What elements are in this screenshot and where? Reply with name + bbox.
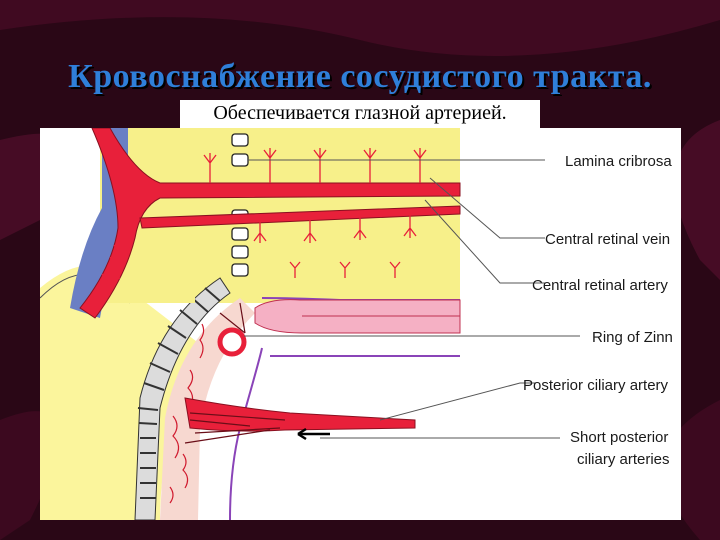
central-retinal-artery [79, 128, 461, 319]
slide-title: Кровоснабжение сосудистого тракта. [68, 58, 652, 95]
eye-vasculature-illustration [40, 128, 580, 520]
label-short-posterior-ciliary-arteries-1: Short posterior [570, 429, 669, 446]
label-short-posterior-ciliary-arteries-2: ciliary arteries [577, 451, 670, 468]
choroid-layer [160, 298, 255, 520]
slide-subtitle: Обеспечивается глазной артерией. [213, 102, 507, 124]
label-central-retinal-vein: Central retinal vein [545, 231, 671, 248]
label-central-retinal-artery: Central retinal artery [532, 277, 668, 294]
label-lamina-cribrosa: Lamina cribrosa [565, 153, 672, 170]
retina-band [134, 277, 231, 520]
ring-of-zinn [217, 327, 247, 357]
blood-supply-diagram: Lamina cribrosa Central retinal vein Cen… [40, 128, 681, 520]
subtitle-background [180, 100, 540, 128]
label-ring-of-zinn: Ring of Zinn [592, 329, 673, 346]
label-posterior-ciliary-artery: Posterior ciliary artery [523, 377, 669, 394]
posterior-ciliary-artery [184, 397, 416, 432]
